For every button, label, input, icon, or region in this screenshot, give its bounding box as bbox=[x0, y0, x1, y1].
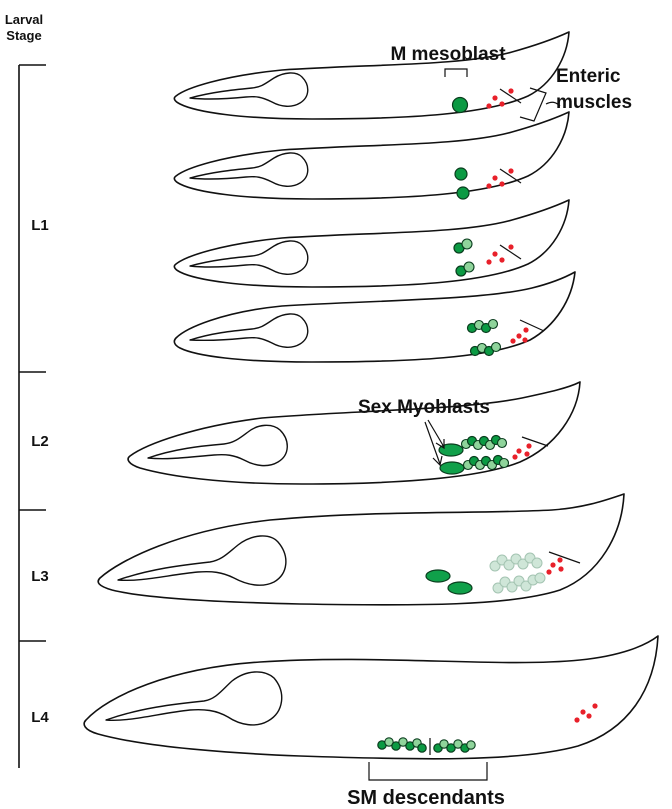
sex-myoblasts-label: Sex Myoblasts bbox=[358, 397, 490, 418]
enteric-label-line2: muscles bbox=[556, 92, 632, 113]
stage-label-l4: L4 bbox=[31, 709, 49, 726]
mesoblast-cell bbox=[500, 459, 509, 468]
worm-body bbox=[128, 382, 580, 484]
sex-myoblast-cell bbox=[448, 582, 472, 594]
enteric-muscle-dot bbox=[546, 569, 551, 574]
worm-l4 bbox=[84, 636, 658, 759]
axis-title-line1: Larval bbox=[5, 12, 43, 27]
enteric-muscle-dot bbox=[508, 168, 513, 173]
worm-l3 bbox=[98, 494, 624, 605]
worm-body bbox=[174, 32, 569, 119]
worm-l1-stage-1 bbox=[174, 32, 569, 119]
muscle-cell-faded bbox=[532, 558, 542, 568]
enteric-muscle-dot bbox=[557, 557, 562, 562]
enteric-muscle-dot bbox=[499, 181, 504, 186]
enteric-muscle-dot bbox=[574, 717, 579, 722]
sex-myoblast-cell bbox=[440, 462, 464, 474]
enteric-muscle-dot bbox=[492, 175, 497, 180]
muscle-cell-faded bbox=[535, 573, 545, 583]
enteric-muscle-dot bbox=[499, 101, 504, 106]
mesoblast-cell bbox=[462, 239, 472, 249]
stage-label-l3: L3 bbox=[31, 568, 49, 585]
enteric-muscle-dot bbox=[522, 337, 527, 342]
enteric-muscle-dot bbox=[486, 259, 491, 264]
sm-descendants-bracket bbox=[369, 762, 487, 780]
sm-descendant-cell bbox=[467, 741, 475, 749]
worm-l2 bbox=[128, 382, 580, 484]
sm-descendants-cells-right bbox=[434, 740, 475, 752]
worm-body bbox=[84, 636, 658, 759]
enteric-muscle-dot bbox=[508, 88, 513, 93]
worm-body bbox=[98, 494, 624, 605]
worm-body bbox=[174, 200, 569, 287]
enteric-muscle-dot bbox=[492, 251, 497, 256]
sex-myoblast-cell bbox=[426, 570, 450, 582]
enteric-label-line1: Enteric bbox=[556, 66, 621, 87]
worm-l1-stage-2 bbox=[174, 112, 569, 199]
enteric-muscle-dot bbox=[510, 338, 515, 343]
mesoblast-daughter-cell bbox=[455, 168, 467, 180]
enteric-muscle-dot bbox=[486, 183, 491, 188]
enteric-muscle-dot bbox=[516, 333, 521, 338]
enteric-muscle-dot bbox=[586, 713, 591, 718]
enteric-muscle-dot bbox=[508, 244, 513, 249]
enteric-muscle-dot bbox=[492, 95, 497, 100]
mesoblast-daughter-cell bbox=[457, 187, 469, 199]
mesoblast-cell bbox=[498, 439, 507, 448]
worm-body bbox=[174, 112, 569, 199]
enteric-muscle-dot bbox=[524, 451, 529, 456]
enteric-muscle-dot bbox=[523, 327, 528, 332]
stage-label-l1: L1 bbox=[31, 217, 49, 234]
mesoblast-cell bbox=[492, 343, 501, 352]
mesoblast-cell bbox=[489, 320, 498, 329]
worm-l1-stage-3 bbox=[174, 200, 569, 287]
enteric-muscle-dot bbox=[526, 443, 531, 448]
enteric-muscle-dot bbox=[558, 566, 563, 571]
mesoblast-cell bbox=[464, 262, 474, 272]
enteric-muscle-dot bbox=[592, 703, 597, 708]
sm-descendants-label: SM descendants bbox=[347, 787, 505, 809]
enteric-muscle-dot bbox=[550, 562, 555, 567]
sm-descendant-cell bbox=[418, 744, 426, 752]
enteric-muscle-dot bbox=[499, 257, 504, 262]
stage-label-l2: L2 bbox=[31, 433, 49, 450]
axis-title-line2: Stage bbox=[6, 28, 41, 43]
m-mesoblast-label: M mesoblast bbox=[390, 44, 506, 65]
enteric-muscle-dot bbox=[512, 454, 517, 459]
enteric-muscle-dot bbox=[516, 448, 521, 453]
m-mesoblast-cell bbox=[453, 98, 468, 113]
enteric-muscle-dot bbox=[580, 709, 585, 714]
enteric-muscle-dot bbox=[486, 103, 491, 108]
